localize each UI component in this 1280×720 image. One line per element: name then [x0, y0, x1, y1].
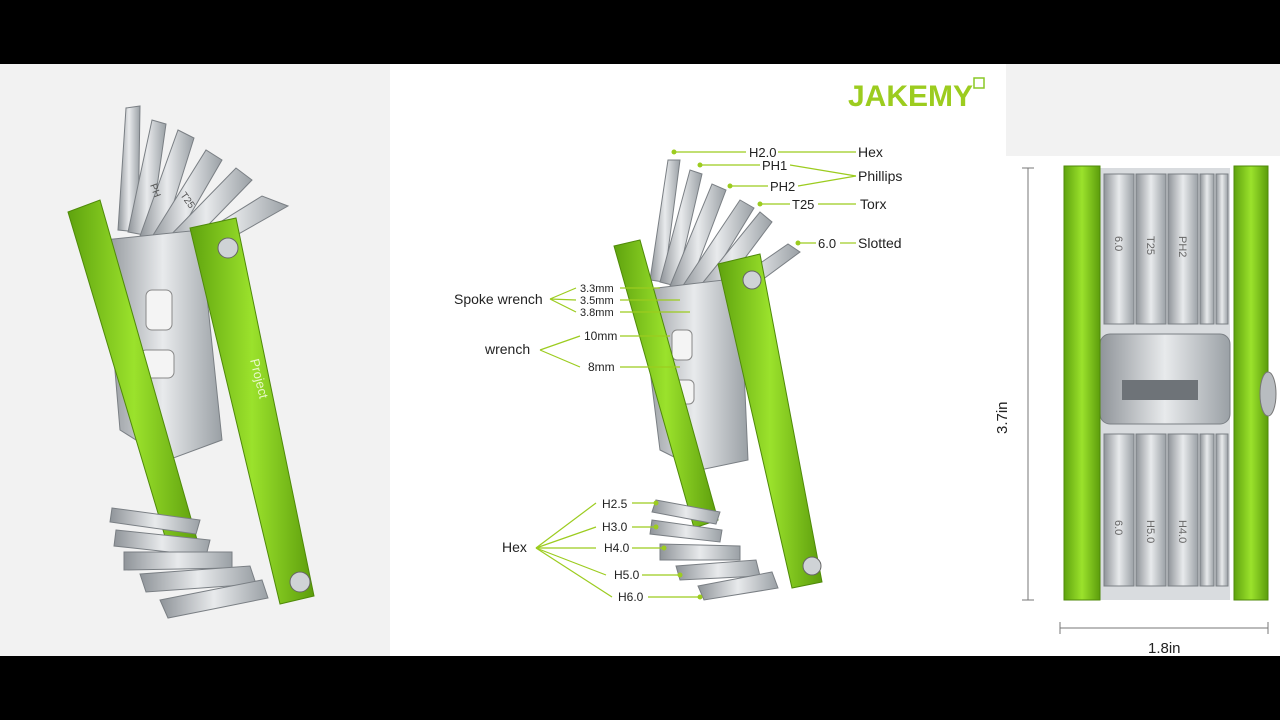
dimension-height-label: 3.7in — [994, 401, 1011, 434]
label-wrench: wrench — [484, 341, 530, 357]
logo-mark-icon — [973, 77, 985, 89]
svg-text:PH2: PH2 — [1176, 236, 1188, 257]
label-h25: H2.5 — [602, 497, 628, 511]
label-38mm: 3.8mm — [580, 307, 614, 319]
label-hex-bottom: Hex — [502, 539, 527, 555]
right-tool-photo — [1063, 165, 1277, 601]
svg-text:H4.0: H4.0 — [1176, 520, 1188, 543]
svg-text:H5.0: H5.0 — [1144, 520, 1156, 543]
svg-text:6.0: 6.0 — [1112, 520, 1124, 535]
label-h30: H3.0 — [602, 520, 628, 534]
label-60: 6.0 — [818, 236, 836, 251]
dimension-lines — [1022, 167, 1269, 634]
label-35mm: 3.5mm — [580, 295, 614, 307]
letterbox-bottom — [0, 656, 1280, 720]
letterbox-top — [0, 0, 1280, 64]
label-h20: H2.0 — [749, 145, 776, 160]
label-slotted: Slotted — [858, 235, 902, 251]
label-h60: H6.0 — [618, 590, 644, 604]
label-ph2: PH2 — [770, 179, 795, 194]
right-panel-background — [1006, 64, 1280, 156]
label-h40: H4.0 — [604, 541, 630, 555]
center-tool-photo — [613, 159, 823, 601]
label-torx: Torx — [860, 196, 886, 212]
left-tool-photo: PH T25 Project — [67, 105, 315, 619]
label-8mm: 8mm — [588, 360, 615, 374]
dimension-width-label: 1.8in — [1148, 640, 1181, 657]
svg-text:T25: T25 — [1144, 236, 1156, 255]
label-hex-top: Hex — [858, 144, 883, 160]
svg-text:PH: PH — [147, 182, 162, 199]
label-t25: T25 — [792, 197, 814, 212]
label-33mm: 3.3mm — [580, 283, 614, 295]
callout-leader-lines — [535, 151, 857, 598]
label-h50: H5.0 — [614, 568, 640, 582]
label-spoke-wrench: Spoke wrench — [454, 291, 543, 307]
tool-bit-markings: 6.0 T25 PH2 6.0 H5.0 H4.0 — [1112, 236, 1188, 543]
label-phillips: Phillips — [858, 168, 902, 184]
label-10mm: 10mm — [584, 329, 617, 343]
jakemy-logo: JAKEMY — [848, 80, 973, 113]
label-ph1: PH1 — [762, 158, 787, 173]
svg-text:6.0: 6.0 — [1112, 236, 1124, 251]
